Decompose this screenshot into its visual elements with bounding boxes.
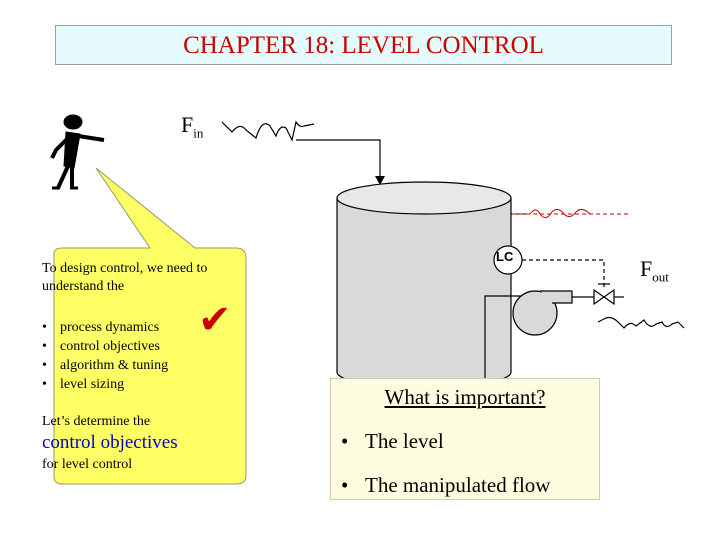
outlet-flow-label: Fout [640, 256, 669, 285]
pump-icon [512, 290, 573, 336]
answer-item: The level [341, 429, 444, 454]
tank-icon [336, 181, 512, 389]
inlet-pipe [296, 139, 381, 178]
outlet-flow-squiggle [597, 316, 685, 329]
level-noise [529, 208, 591, 218]
list-item: control objectives [42, 337, 168, 356]
callout-highlight-text: control objectives [42, 432, 178, 453]
controller-label: LC [496, 249, 514, 264]
list-item: level sizing [42, 375, 168, 394]
answer-item: The manipulated flow [341, 473, 550, 498]
checkmark-icon: ✔ [198, 297, 232, 343]
inlet-flow-label: Fin [181, 112, 204, 141]
callout-determine-text: Let’s determine the [42, 414, 151, 429]
controller-output-signal [522, 259, 605, 290]
callout-intro-text: To design control, we need to understand… [42, 261, 208, 294]
page-title: CHAPTER 18: LEVEL CONTROL [55, 25, 672, 65]
inlet-flow-squiggle [221, 120, 315, 142]
list-item: algorithm & tuning [42, 356, 168, 375]
question-heading: What is important? [384, 385, 546, 409]
list-item: process dynamics [42, 318, 168, 337]
callout-tail-text: for level control [42, 457, 133, 472]
callout-bullet-list: process dynamics control objectives algo… [42, 318, 168, 394]
stick-figure-icon [50, 114, 105, 190]
question-box: What is important? The level The manipul… [330, 378, 600, 500]
